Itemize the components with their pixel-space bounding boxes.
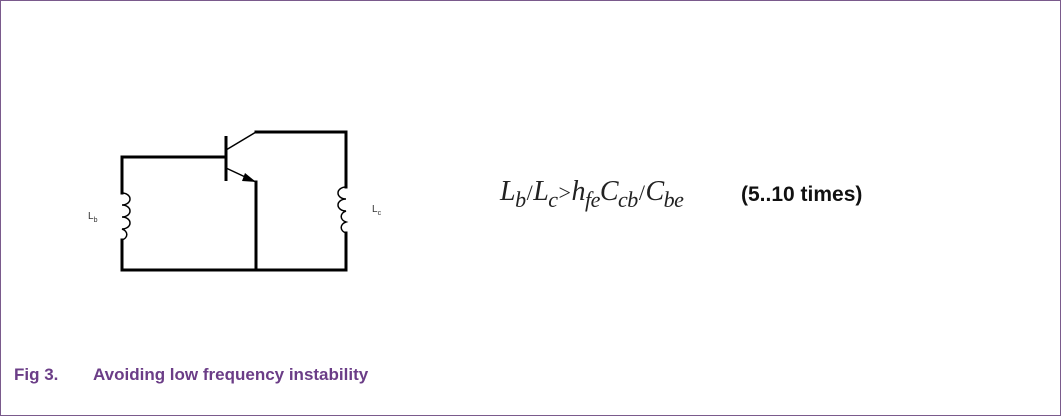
inductor-base-label: Lb [88, 211, 98, 224]
formula-divide: / [526, 180, 533, 205]
formula-greater-than: > [558, 180, 571, 205]
formula-lb: Lb [500, 176, 526, 212]
ratio-note: (5..10 times) [741, 183, 863, 206]
transistor-symbol [224, 131, 257, 183]
formula-cbe: Cbe [645, 176, 684, 212]
transistor-collector-lead [225, 131, 257, 151]
formula-divide-2: / [638, 180, 645, 205]
figure-number: Fig 3. [14, 365, 59, 384]
figure-caption: Fig 3. Avoiding low frequency instability [14, 365, 368, 385]
formula-hfe: hfe [571, 176, 600, 212]
inductor-base-coil [121, 192, 131, 241]
formula-ccb: Ccb [599, 176, 638, 212]
formula-lc: Lc [533, 176, 558, 212]
figure-caption-text: Avoiding low frequency instability [93, 365, 369, 384]
inductor-collector-coil [337, 186, 349, 234]
stability-formula: Lb/Lc>hfeCcb/Cbe [500, 176, 684, 213]
transistor-emitter-arrow-icon [242, 173, 256, 182]
inductor-collector-label: Lc [372, 204, 382, 217]
